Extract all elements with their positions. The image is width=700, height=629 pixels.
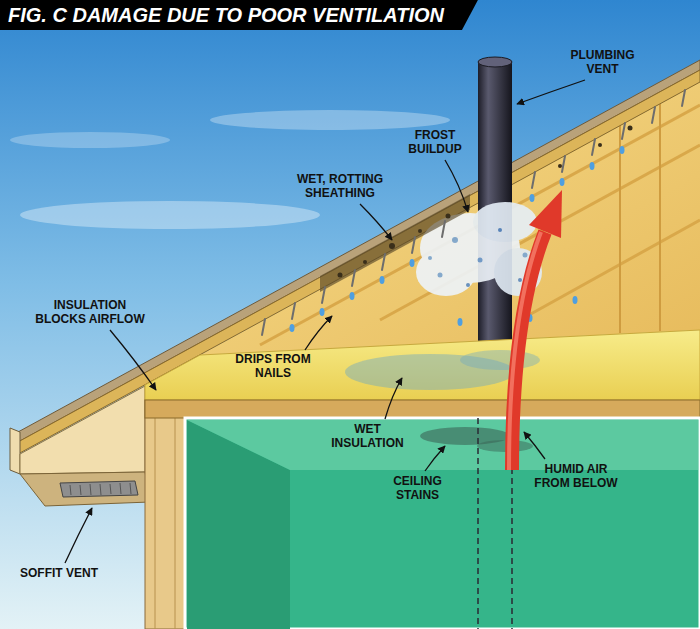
callout-label: CEILING STAINS bbox=[385, 474, 450, 502]
fascia bbox=[10, 428, 20, 474]
roof-sheathing bbox=[18, 70, 700, 454]
wall-line bbox=[155, 400, 156, 629]
room-ceiling bbox=[187, 420, 698, 470]
figure-title: FIG. C DAMAGE DUE TO POOR VENTILATION bbox=[0, 0, 478, 30]
vent-slots bbox=[70, 483, 131, 495]
callout-label: FROST BUILDUP bbox=[400, 128, 470, 156]
rotting-sheathing bbox=[320, 194, 470, 292]
hidden-pipe bbox=[477, 418, 479, 629]
leader-line bbox=[445, 160, 468, 212]
cloud bbox=[210, 110, 450, 130]
ceiling-stain bbox=[477, 440, 533, 452]
room bbox=[185, 418, 700, 629]
soffit bbox=[20, 472, 150, 506]
callout-label: INSULATION BLOCKS AIRFLOW bbox=[30, 298, 150, 326]
leader-line bbox=[305, 316, 332, 350]
callout-label: HUMID AIR FROM BELOW bbox=[530, 462, 622, 490]
callout-label: WET, ROTTING SHEATHING bbox=[285, 172, 395, 200]
soffit-vent bbox=[60, 481, 138, 497]
callout-label: DRIPS FROM NAILS bbox=[228, 352, 318, 380]
rafter bbox=[619, 110, 621, 333]
cloud bbox=[20, 201, 320, 229]
callout-label: WET INSULATION bbox=[325, 422, 410, 450]
leader-line bbox=[517, 80, 585, 104]
shingles bbox=[18, 60, 700, 442]
cloud bbox=[10, 132, 170, 148]
leader-line bbox=[385, 378, 402, 419]
wall-line bbox=[175, 400, 176, 629]
leader-line bbox=[425, 446, 445, 471]
wall-stud bbox=[145, 400, 185, 629]
ceiling-joist bbox=[145, 400, 700, 418]
leader-line bbox=[360, 204, 392, 240]
humid-air-arrow-shade bbox=[509, 232, 541, 470]
pipe-cap bbox=[478, 57, 512, 67]
rafter bbox=[659, 95, 661, 331]
rot-spots bbox=[338, 126, 633, 278]
nails bbox=[262, 90, 685, 335]
leader-line bbox=[524, 432, 545, 459]
wet-insulation bbox=[460, 350, 540, 370]
humid-air-arrowhead bbox=[529, 190, 562, 238]
insulation bbox=[145, 330, 700, 400]
eave-end bbox=[20, 386, 145, 474]
callout-label: PLUMBING VENT bbox=[565, 48, 640, 76]
leader-line bbox=[110, 330, 156, 390]
callout-label: SOFFIT VENT bbox=[20, 566, 98, 580]
leader-line bbox=[65, 508, 92, 563]
